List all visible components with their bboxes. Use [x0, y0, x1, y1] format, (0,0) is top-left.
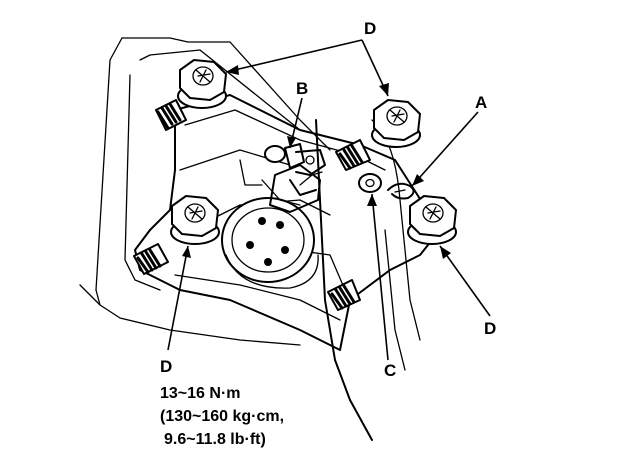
clip-a [387, 182, 415, 200]
flange-nut-d-left [170, 195, 220, 245]
stud-upper-left [155, 99, 187, 131]
callout-b: B [296, 79, 308, 98]
callout-d-left: D [160, 357, 172, 376]
callout-a: A [475, 93, 487, 112]
torque-spec-line-1: 13~16 N·m [160, 385, 241, 402]
callout-c: C [384, 361, 396, 380]
leader-lines [167, 39, 491, 361]
flange-nut-d-top-right [371, 99, 421, 148]
flange-nut-d-top-left [177, 59, 227, 109]
stud-lower-right [327, 279, 361, 311]
torque-spec: 13~16 N·m (130~160 kg·cm, 9.6~11.8 lb·ft… [160, 385, 284, 448]
shaft-clip-assembly [261, 143, 326, 213]
callout-d-right: D [484, 319, 496, 338]
center-hub [221, 197, 319, 289]
torque-spec-line-3: 9.6~11.8 lb·ft) [164, 431, 266, 448]
torque-spec-line-2: (130~160 kg·cm, [160, 408, 284, 425]
washer-c [358, 173, 382, 193]
cable [315, 119, 421, 441]
stud-lower-left [133, 243, 169, 275]
flange-nut-d-right [407, 195, 457, 245]
stud-upper-right [335, 139, 371, 171]
frame-outline [79, 37, 331, 346]
callout-d-top: D [364, 19, 376, 38]
